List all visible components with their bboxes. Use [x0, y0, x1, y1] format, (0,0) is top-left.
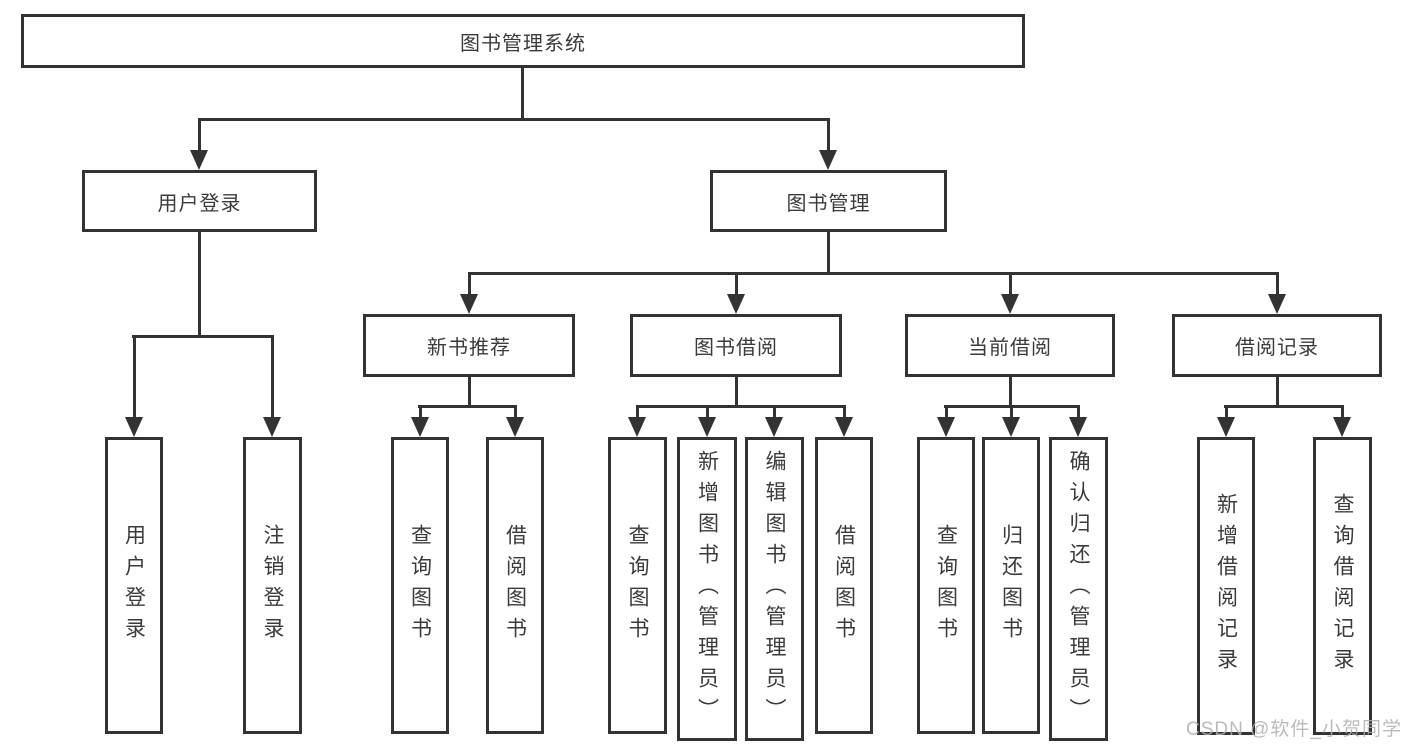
- node-label: 图书管理系统: [460, 32, 586, 55]
- node-user-login-leaf: 用户登录: [105, 437, 163, 734]
- node-add-book-admin: 新增图书（管理员）: [677, 437, 737, 741]
- connector-line: [133, 335, 136, 421]
- node-label: 借阅记录: [1235, 337, 1319, 359]
- connector-arrow: [1001, 294, 1019, 314]
- node-label: 借阅图书: [832, 523, 856, 648]
- connector-line: [773, 405, 776, 419]
- connector-line: [132, 335, 273, 338]
- connector-line: [468, 377, 471, 407]
- connector-line: [1276, 377, 1279, 407]
- connector-arrow: [411, 417, 429, 437]
- node-borrowing-records: 借阅记录: [1172, 314, 1382, 377]
- node-logout: 注销登录: [243, 437, 302, 734]
- connector-arrow: [765, 417, 783, 437]
- connector-arrow: [506, 417, 524, 437]
- connector-line: [514, 405, 517, 419]
- connector-line: [945, 405, 948, 419]
- node-borrow-books-2: 借阅图书: [815, 437, 873, 734]
- connector-line: [521, 68, 524, 121]
- connector-arrow: [628, 417, 646, 437]
- connector-line: [1010, 405, 1013, 419]
- connector-line: [827, 118, 830, 154]
- connector-line: [418, 405, 516, 408]
- connector-arrow: [460, 294, 478, 314]
- node-label: 注销登录: [261, 523, 284, 648]
- node-label: 查询图书: [408, 523, 432, 648]
- node-new-book-recommend: 新书推荐: [363, 314, 575, 377]
- node-query-books-3: 查询图书: [917, 437, 975, 734]
- connector-arrow: [1002, 417, 1020, 437]
- connector-arrow: [1333, 417, 1351, 437]
- connector-arrow: [263, 417, 281, 437]
- connector-arrow: [125, 417, 143, 437]
- node-label: 编辑图书（管理员）: [763, 449, 786, 729]
- connector-line: [843, 405, 846, 419]
- connector-line: [706, 405, 709, 419]
- connector-arrow: [727, 294, 745, 314]
- connector-line: [419, 405, 422, 419]
- node-edit-book-admin: 编辑图书（管理员）: [745, 437, 804, 741]
- node-add-borrow-record: 新增借阅记录: [1197, 437, 1255, 735]
- connector-arrow: [698, 417, 716, 437]
- connector-line: [198, 118, 201, 154]
- connector-arrow: [1069, 417, 1087, 437]
- node-label: 用户登录: [157, 192, 242, 215]
- node-query-borrow-record: 查询借阅记录: [1313, 437, 1372, 735]
- node-label: 查询借阅记录: [1331, 493, 1354, 679]
- node-label: 确认归还（管理员）: [1067, 449, 1090, 729]
- connector-line: [1341, 405, 1344, 419]
- connector-arrow: [190, 150, 208, 170]
- node-label: 归还图书: [999, 523, 1023, 648]
- node-label: 查询图书: [934, 523, 958, 648]
- node-query-books-2: 查询图书: [608, 437, 667, 734]
- node-label: 查询图书: [626, 523, 649, 648]
- node-return-books: 归还图书: [982, 437, 1040, 734]
- connector-line: [1224, 405, 1344, 408]
- node-label: 新增图书（管理员）: [695, 449, 719, 729]
- node-label: 图书管理: [786, 192, 871, 215]
- connector-line: [735, 377, 738, 407]
- node-borrow-books-1: 借阅图书: [486, 437, 544, 734]
- node-library-system: 图书管理系统: [21, 14, 1025, 68]
- connector-arrow: [1217, 417, 1235, 437]
- node-query-books-1: 查询图书: [391, 437, 449, 734]
- connector-line: [636, 405, 639, 419]
- connector-line: [271, 335, 274, 421]
- connector-line: [1009, 272, 1012, 298]
- connector-line: [198, 118, 830, 121]
- connector-arrow: [835, 417, 853, 437]
- connector-arrow: [937, 417, 955, 437]
- connector-line: [468, 272, 1278, 275]
- connector-line: [198, 232, 201, 337]
- connector-line: [735, 272, 738, 298]
- node-label: 借阅图书: [503, 523, 527, 648]
- node-label: 当前借阅: [968, 337, 1052, 359]
- node-confirm-return-admin: 确认归还（管理员）: [1049, 437, 1108, 741]
- node-label: 新书推荐: [427, 337, 511, 359]
- connector-arrow: [819, 150, 837, 170]
- node-label: 用户登录: [122, 523, 146, 648]
- connector-line: [827, 232, 830, 275]
- connector-line: [1077, 405, 1080, 419]
- connector-line: [1276, 272, 1279, 298]
- connector-line: [636, 405, 846, 408]
- node-user-login: 用户登录: [82, 170, 317, 232]
- connector-arrow: [1268, 294, 1286, 314]
- connector-line: [1009, 377, 1012, 407]
- node-label: 新增借阅记录: [1214, 493, 1238, 679]
- watermark-text: CSDN @软件_小贺同学: [1186, 719, 1402, 740]
- connector-line: [468, 272, 471, 298]
- node-current-borrowing: 当前借阅: [905, 314, 1115, 377]
- node-book-management: 图书管理: [710, 170, 947, 232]
- node-label: 图书借阅: [694, 337, 778, 359]
- connector-line: [1225, 405, 1228, 419]
- node-book-borrowing: 图书借阅: [630, 314, 842, 377]
